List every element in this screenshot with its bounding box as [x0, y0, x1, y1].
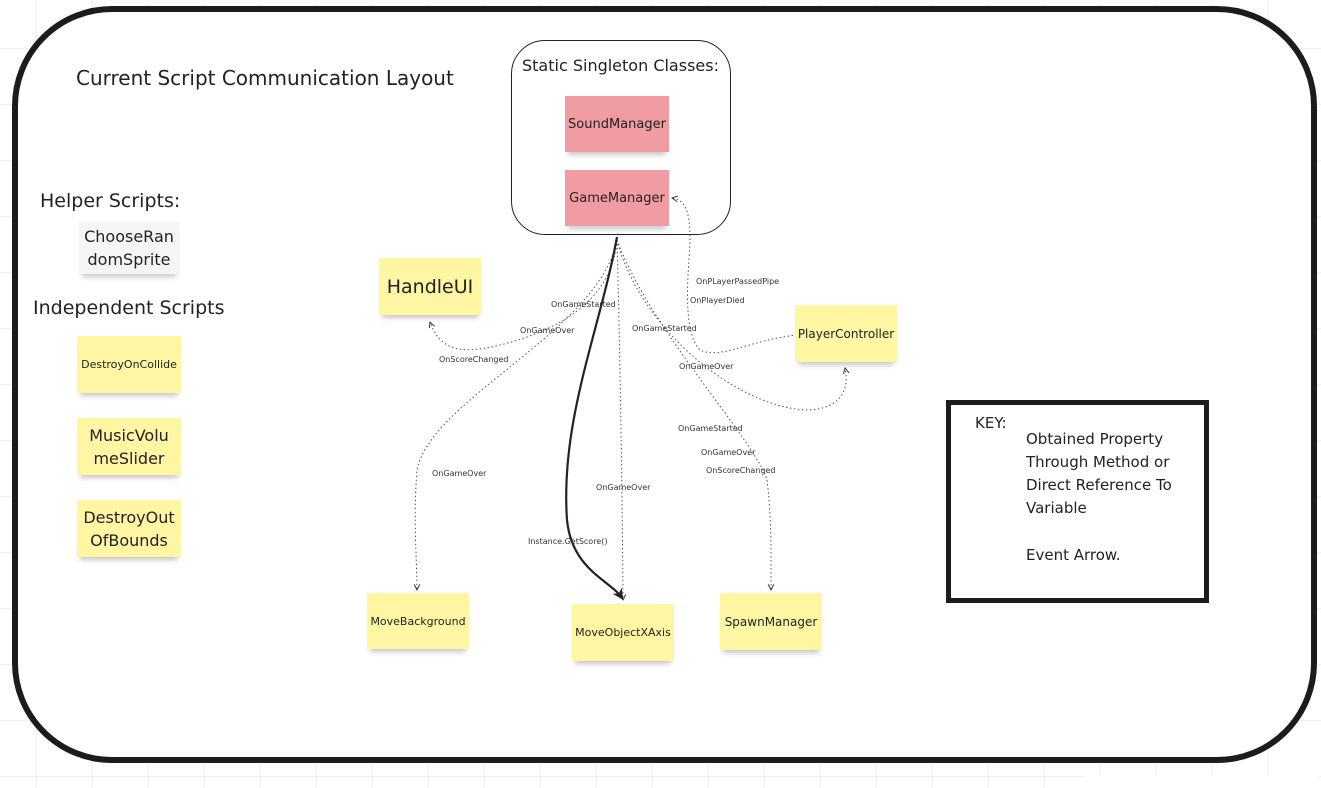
edge-movebackground-events	[415, 239, 618, 590]
label-on-player-died: OnPlayerDied	[690, 296, 745, 305]
key-heading: KEY:	[975, 414, 1007, 432]
game-manager-note[interactable]: GameManager	[565, 170, 669, 226]
label-handleui-score-changed: OnScoreChanged	[439, 355, 509, 364]
helper-heading: Helper Scripts:	[40, 190, 181, 212]
edge-handleui-events	[430, 239, 618, 351]
music-volume-slider-note[interactable]: MusicVolu meSlider	[77, 418, 181, 475]
label-get-score: Instance.GetScore()	[528, 537, 608, 546]
label-movex-game-over: OnGameOver	[596, 483, 651, 492]
label-spawn-game-started: OnGameStarted	[678, 424, 743, 433]
label-spawn-score-changed: OnScoreChanged	[706, 466, 776, 475]
choose-random-sprite-note[interactable]: ChooseRan domSprite	[79, 222, 179, 274]
label-background-game-over: OnGameOver	[432, 469, 487, 478]
edge-getscore-solid	[565, 236, 624, 600]
player-controller-note[interactable]: PlayerController	[795, 305, 897, 362]
diagram-title: Current Script Communication Layout	[76, 66, 454, 90]
label-handleui-game-started: OnGameStarted	[551, 300, 616, 309]
label-handleui-game-over: OnGameOver	[520, 326, 575, 335]
spawn-manager-note[interactable]: SpawnManager	[720, 593, 822, 650]
label-on-player-passed-pipe: OnPLayerPassedPipe	[696, 277, 780, 286]
destroy-out-of-bounds-note[interactable]: DestroyOut OfBounds	[77, 500, 181, 557]
label-player-game-over: OnGameOver	[679, 362, 734, 371]
edge-movex-events	[616, 239, 623, 600]
key-box	[946, 400, 1209, 603]
handle-ui-note[interactable]: HandleUI	[379, 258, 481, 315]
sound-manager-note[interactable]: SoundManager	[565, 96, 669, 152]
edge-playercontroller-events	[616, 239, 846, 411]
key-solid-description: Obtained Property Through Method or Dire…	[1026, 430, 1172, 517]
label-player-game-started: OnGameStarted	[632, 324, 697, 333]
move-object-x-axis-note[interactable]: MoveObjectXAxis	[572, 604, 674, 661]
destroy-on-collide-note[interactable]: DestroyOnCollide	[77, 336, 181, 393]
corner-panel	[1082, 776, 1320, 788]
edge-spawnmanager-events	[616, 239, 771, 590]
independent-heading: Independent Scripts	[33, 297, 225, 319]
key-event-description: Event Arrow.	[1026, 546, 1121, 564]
label-spawn-game-over: OnGameOver	[701, 448, 756, 457]
move-background-note[interactable]: MoveBackground	[367, 593, 469, 649]
singleton-heading: Static Singleton Classes:	[522, 56, 719, 75]
